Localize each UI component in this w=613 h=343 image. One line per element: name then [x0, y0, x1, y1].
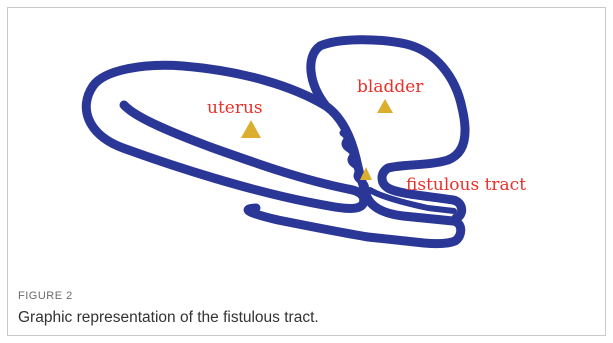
bladder-label: bladder [357, 77, 424, 97]
figure-frame: uterus bladder fistulous tract FIGURE 2 … [7, 7, 606, 336]
bladder-marker-triangle [377, 99, 393, 113]
figure-label: FIGURE 2 [18, 290, 73, 302]
figure-caption: Graphic representation of the fistulous … [18, 309, 319, 327]
fistulous-tract-label: fistulous tract [406, 175, 526, 195]
uterus-label: uterus [207, 98, 263, 118]
fistula-diagram: uterus bladder fistulous tract [8, 8, 607, 283]
uterus-marker-triangle [241, 120, 261, 138]
